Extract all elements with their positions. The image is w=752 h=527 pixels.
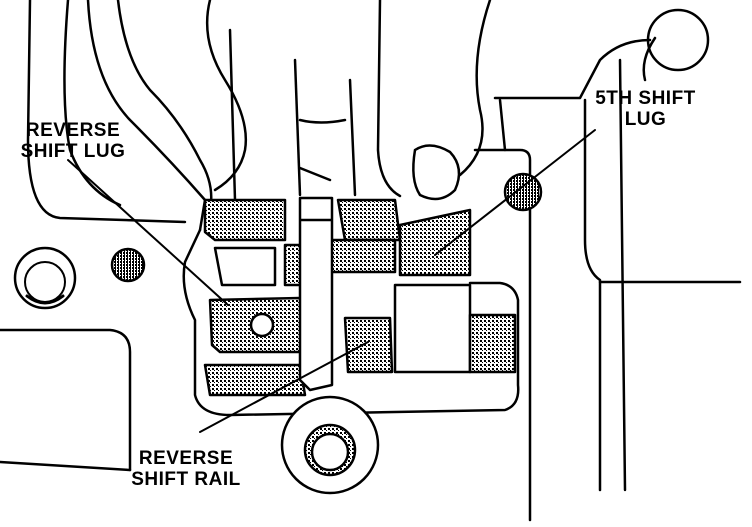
reverse-shift-rail-shape (298, 196, 334, 392)
right-housing-inner (583, 98, 602, 492)
leader-reverse-shift-lug (67, 159, 229, 306)
upper-rail-right (293, 58, 302, 197)
lower-left-block (203, 363, 307, 397)
label-reverse-shift-rail-line1: REVERSE (138, 448, 234, 469)
fifth-shift-lug-shape (398, 208, 472, 277)
upper-mid-block (336, 198, 402, 242)
right-stipple-band (468, 313, 517, 374)
hand-right-finger (376, 0, 402, 198)
left-boss (13, 246, 77, 310)
left-housing-edge (63, 0, 122, 207)
right-housing-outer (493, 38, 652, 100)
leader-reverse-shift-rail (199, 341, 369, 433)
hand-fold (205, 0, 247, 192)
hand-left-finger (86, 0, 207, 232)
left-housing-bottom (0, 460, 132, 472)
right-top-circle (646, 8, 710, 72)
front-boss (280, 395, 380, 495)
right-threaded-plug (503, 172, 543, 212)
left-housing-outline (26, 0, 187, 224)
upper-lug-block (203, 198, 287, 242)
label-fifth-shift-lug: 5TH SHIFT LUG (588, 88, 703, 130)
middle-stipple-band (343, 316, 394, 374)
label-fifth-shift-lug-line2: LUG (624, 109, 667, 130)
label-reverse-shift-lug: REVERSE SHIFT LUG (14, 120, 132, 162)
label-reverse-shift-rail-line2: SHIFT RAIL (131, 469, 241, 490)
label-reverse-shift-lug-line2: SHIFT LUG (20, 141, 126, 162)
hand-center-finger (116, 0, 213, 212)
label-reverse-shift-lug-line1: REVERSE (25, 120, 121, 141)
label-reverse-shift-rail: REVERSE SHIFT RAIL (122, 448, 250, 490)
right-housing-frame (473, 148, 532, 522)
reverse-lug-hole (249, 312, 275, 338)
leader-fifth-shift-lug (434, 129, 596, 256)
bracket-frame (182, 228, 520, 417)
label-fifth-shift-lug-line1: 5TH SHIFT (595, 88, 696, 109)
upper-rail-left (228, 28, 237, 202)
hand-right-outline (458, 0, 492, 177)
upper-rail-mid (348, 78, 357, 197)
left-housing-lower (0, 328, 132, 472)
hand-knuckle (412, 144, 461, 201)
left-threaded-plug (110, 247, 146, 283)
